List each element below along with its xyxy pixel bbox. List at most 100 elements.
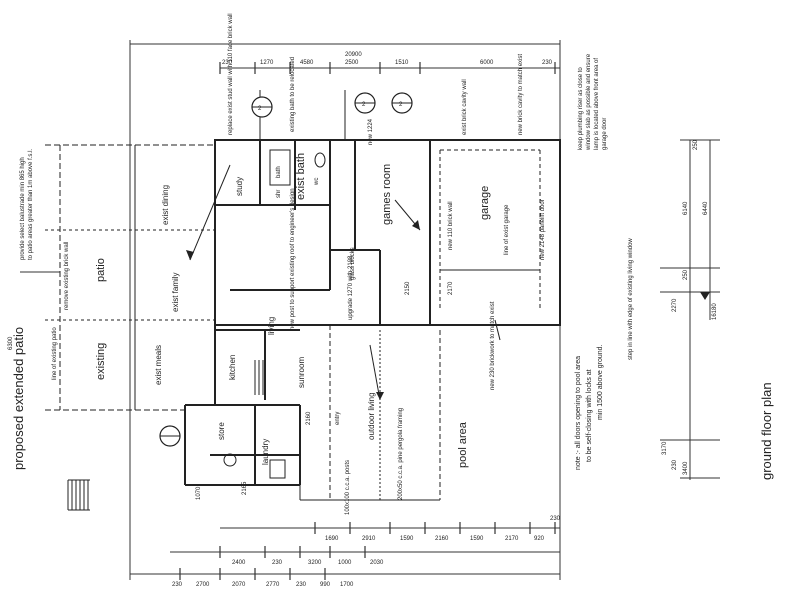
dim-top-6: 230 (542, 60, 553, 66)
dim-right-6: 3170 (662, 441, 668, 455)
dim-bottom3-6: 1700 (340, 582, 354, 588)
dim-bottom1-6: 920 (534, 536, 545, 542)
dim-bottom3-1: 2700 (196, 582, 210, 588)
dim-bottom2-4: 2030 (370, 560, 384, 566)
dim-top-4: 1510 (395, 60, 409, 66)
dim-bottom3-2: 2070 (232, 582, 246, 588)
dim-left-0: 6300 (8, 336, 14, 350)
plumbing-note-1: keep plumbing riser as close to (578, 67, 584, 150)
plumbing-note-2: window slab as possible and ensure (586, 53, 592, 150)
room-living: living (267, 316, 276, 335)
drawing-title: ground floor plan (759, 382, 774, 480)
dim-right-2: 6440 (703, 201, 709, 215)
room-study: study (235, 176, 244, 196)
laundry-tub (269, 459, 286, 479)
new-post-note: new post to support existing roof to eng… (290, 188, 296, 330)
toilet-fixture (314, 152, 326, 168)
garage-door-note: new 2148 panelift door (540, 199, 546, 260)
new-brick-cavity-note: new brick cavity to match exist (518, 53, 524, 135)
room-exist-dining: exist dining (161, 184, 170, 225)
dim-bottom1-3: 2160 (435, 536, 449, 542)
dim-right-8: 3400 (683, 461, 689, 475)
dim-left-1: 1070 (196, 486, 202, 500)
plumbing-note-3: lamp is located above front area of (594, 57, 600, 150)
room-outdoor-living: outdoor living (367, 392, 376, 440)
pool-note-line-1: note :- all doors opening to pool area (575, 355, 582, 470)
patio-note: line of existing patio (52, 327, 58, 380)
dim-bottom1-2: 1590 (400, 536, 414, 542)
dim-top-3: 2500 (345, 60, 359, 66)
section-marker-2-label: 2 (362, 102, 366, 108)
room-patio: patio (95, 258, 107, 282)
dim-right-4: 2270 (672, 298, 678, 312)
stairs-left (67, 479, 90, 511)
dim-bottom3-5: 990 (320, 582, 331, 588)
room-wc: wc (314, 177, 320, 185)
dim-top-0: 230 (222, 60, 233, 66)
room-kitchen: kitchen (228, 354, 237, 380)
room-entry: entry (335, 411, 341, 425)
section-marker-3-label: 2 (399, 102, 403, 108)
dim-bottom3-4: 230 (296, 582, 307, 588)
balustrade-note-2: to patio areas greater than 1m above f.s… (28, 148, 34, 260)
pool-note-line-3: min 1500 above ground. (597, 344, 604, 421)
dim-bottom2-3: 1000 (338, 560, 352, 566)
dim-overall-top: 20900 (345, 52, 362, 58)
dim-bottom2-1: 230 (272, 560, 283, 566)
upgrade-door-note: upgrade 1270 with 2108 (348, 255, 354, 320)
dim-top-2: 4580 (300, 60, 314, 66)
dim-bottom3-0: 230 (172, 582, 183, 588)
plumbing-note-4: garage door (602, 117, 608, 150)
bath-relocated-note: existing bath to be relocated (290, 56, 296, 132)
floor-level-1: 2165 (242, 481, 248, 495)
room-laundry: laundry (261, 438, 270, 465)
dim-bottom1-0: 1690 (325, 536, 339, 542)
room-exist-family: exist family (171, 272, 180, 312)
section-marker-1-label: 2 (258, 106, 262, 112)
basin-fixture (223, 453, 237, 467)
floor-level-3: 2160 (306, 411, 312, 425)
floor-level-2: 2170 (448, 281, 454, 295)
new-window-note: new 1224 (368, 118, 374, 145)
dim-bottom3-3: 2770 (266, 582, 280, 588)
dim-bottom1-1: 2910 (362, 536, 376, 542)
room-shower: shr (276, 189, 282, 198)
dim-right-7: 230 (672, 459, 678, 470)
remove-wall-note: remove existing brick wall (64, 241, 70, 310)
dim-top-5: 6000 (480, 60, 494, 66)
dim-right-0: 250 (693, 139, 699, 150)
balustrade-note-1: provide select balustrade min 865 high (20, 157, 26, 260)
room-exist-meals: exist meals (154, 344, 163, 385)
step-line-note: step in line with edge of existing livin… (628, 238, 634, 360)
dim-bottom2-0: 2400 (232, 560, 246, 566)
floor-level-0: 2150 (405, 281, 411, 295)
dim-right-5: 16180 (712, 303, 718, 320)
dim-bottom1-7: 230 (550, 516, 561, 522)
arrows (186, 220, 710, 400)
room-bath: bath (276, 166, 282, 178)
line-of-garage-note: line of exist garage (504, 204, 510, 255)
dim-right-3: 250 (683, 269, 689, 280)
pool-note-line-2: to be self-closing with locks at (586, 369, 593, 462)
pool-area-label: pool area (457, 422, 469, 468)
new-brickwork-note: new 230 brickwork to match exist (490, 301, 496, 390)
room-games-room: games room (381, 163, 393, 225)
room-store: store (217, 422, 226, 440)
new-brick-wall-note: new 110 brick wall (448, 201, 454, 250)
room-garage: garage (479, 185, 491, 220)
exist-brick-cavity-note: exist brick cavity wall (462, 79, 468, 135)
dim-bottom1-4: 1590 (470, 536, 484, 542)
pergola-note: 200x50 c.c.a. pine pergola framing (398, 407, 404, 500)
stairs-sunroom (254, 360, 264, 395)
dim-right-1: 6140 (683, 201, 689, 215)
room-sunroom: sunroom (297, 356, 306, 388)
dim-bottom1-5: 2170 (505, 536, 519, 542)
replace-wall-note: replace exist stud wall with 110 face br… (228, 13, 234, 135)
post-note: 100x100 c.c.a. posts (345, 459, 351, 515)
bath-fixture (269, 149, 291, 186)
dim-top-1: 1270 (260, 60, 274, 66)
room-exist-bath: exist bath (295, 152, 307, 200)
room-existing: existing (95, 342, 107, 380)
dim-bottom2-2: 3200 (308, 560, 322, 566)
